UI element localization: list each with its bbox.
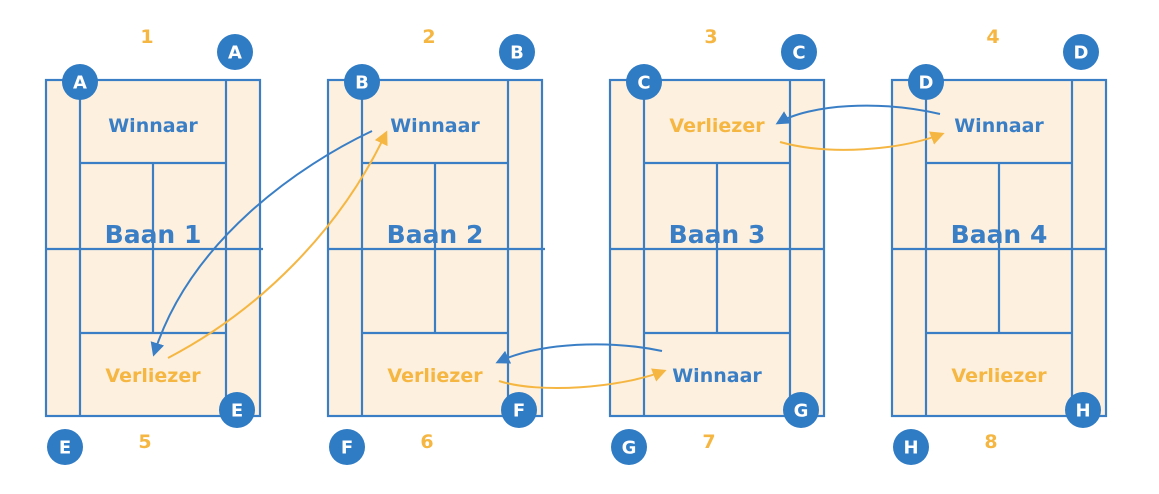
move-arrow-orange-b3-to-b4 (779, 131, 945, 151)
bottom-position-number: 6 (420, 431, 433, 453)
badge-circle (1063, 34, 1099, 70)
top-half-label: Winnaar (954, 115, 1044, 137)
badge-letter: E (59, 438, 71, 459)
badge-circle (893, 429, 929, 465)
badge-circle (499, 34, 535, 70)
top-position-number: 1 (140, 26, 153, 48)
badge-top-left: D (908, 64, 944, 100)
badge-bottom-left: E (47, 429, 83, 465)
badge-circle (1065, 392, 1101, 428)
badge-top-left: A (62, 64, 98, 100)
badge-letter: B (510, 43, 524, 64)
move-arrow-orange-b1-to-b2 (167, 130, 388, 359)
court-name: Baan 1 (105, 220, 202, 249)
badge-letter: H (1075, 401, 1090, 422)
badge-bottom-left: H (893, 429, 929, 465)
top-half-label: Winnaar (108, 115, 198, 137)
badge-circle (908, 64, 944, 100)
badge-letter: D (919, 73, 934, 94)
badge-bottom-right: G (783, 392, 819, 428)
badge-top-left: C (626, 64, 662, 100)
badge-circle (781, 34, 817, 70)
court-name: Baan 2 (387, 220, 484, 249)
badge-letter: A (228, 43, 242, 64)
bottom-half-label: Verliezer (105, 365, 201, 387)
badge-letter: F (513, 401, 525, 422)
bottom-half-label: Verliezer (387, 365, 483, 387)
badge-bottom-right: H (1065, 392, 1101, 428)
badge-letter: G (622, 438, 637, 459)
move-arrow-blue-b3-to-b2 (495, 343, 663, 364)
badge-circle (62, 64, 98, 100)
badge-letter: B (355, 73, 369, 94)
bottom-position-number: 5 (138, 431, 151, 453)
move-arrow-orange-b2-to-b3 (498, 368, 667, 390)
badge-circle (344, 64, 380, 100)
move-arrow-blue-b2-to-b1 (150, 130, 373, 357)
badge-letter: H (903, 438, 918, 459)
bottom-position-number: 8 (984, 431, 997, 453)
badge-letter: A (73, 73, 87, 94)
bottom-half-label: Verliezer (951, 365, 1047, 387)
badge-letter: E (231, 401, 243, 422)
badge-top-right: A (217, 34, 253, 70)
move-arrow-blue-b4-to-b3 (775, 104, 941, 125)
bottom-half-label: Winnaar (672, 365, 762, 387)
badge-top-right: C (781, 34, 817, 70)
badge-circle (611, 429, 647, 465)
badge-circle (219, 392, 255, 428)
top-half-label: Verliezer (669, 115, 765, 137)
badge-bottom-right: F (501, 392, 537, 428)
badge-circle (501, 392, 537, 428)
badge-letter: F (341, 438, 353, 459)
badge-bottom-left: F (329, 429, 365, 465)
badge-circle (783, 392, 819, 428)
top-position-number: 3 (704, 26, 717, 48)
bottom-position-number: 7 (702, 431, 715, 453)
badge-letter: C (637, 73, 650, 94)
badge-bottom-right: E (219, 392, 255, 428)
court-name: Baan 3 (669, 220, 766, 249)
badge-circle (47, 429, 83, 465)
top-position-number: 4 (986, 26, 999, 48)
badge-circle (329, 429, 365, 465)
badge-letter: G (794, 401, 809, 422)
badge-top-left: B (344, 64, 380, 100)
badge-bottom-left: G (611, 429, 647, 465)
top-half-label: Winnaar (390, 115, 480, 137)
badge-top-right: B (499, 34, 535, 70)
court-name: Baan 4 (951, 220, 1048, 249)
badge-circle (626, 64, 662, 100)
badge-circle (217, 34, 253, 70)
badge-letter: D (1074, 43, 1089, 64)
badge-top-right: D (1063, 34, 1099, 70)
badge-letter: C (792, 43, 805, 64)
top-position-number: 2 (422, 26, 435, 48)
